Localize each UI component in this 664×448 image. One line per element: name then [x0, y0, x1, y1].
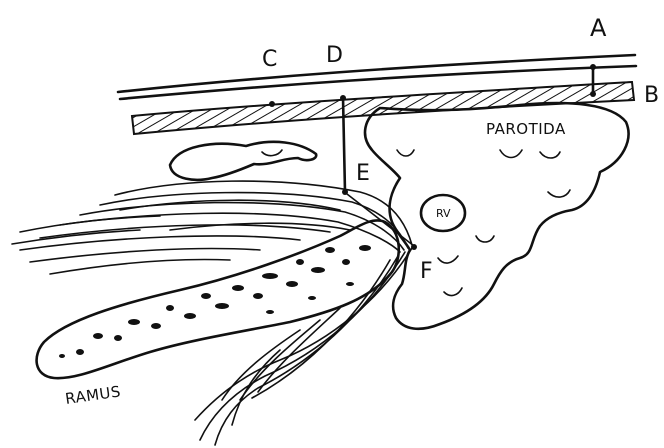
mandible-ramus: [37, 220, 399, 378]
point-a: [590, 64, 596, 70]
parotid-fold-7: [548, 190, 570, 197]
label-e: E: [356, 161, 370, 186]
parotid-fold-3: [540, 152, 560, 158]
parotid-fold-1: [397, 150, 414, 156]
parotid-fold-5: [476, 236, 494, 242]
point-f: [411, 244, 417, 250]
point-c: [269, 101, 275, 107]
label-b: B: [644, 83, 659, 108]
label-a: A: [590, 14, 607, 42]
accessory-parotid-lobe: [170, 142, 316, 180]
label-f: F: [420, 259, 433, 284]
parotid-fold-6: [444, 288, 462, 295]
parotid-fold-4: [438, 256, 458, 263]
label-d: D: [326, 43, 343, 68]
label-parotid: PAROTIDA: [486, 120, 566, 138]
point-b: [590, 91, 596, 97]
parotid-fold-2: [500, 150, 522, 158]
label-c: C: [262, 47, 277, 72]
label-rv: RV: [436, 207, 451, 220]
accessory-lobe-fold: [262, 150, 282, 156]
point-d: [340, 95, 346, 101]
label-ramus: RAMUS: [64, 382, 122, 408]
